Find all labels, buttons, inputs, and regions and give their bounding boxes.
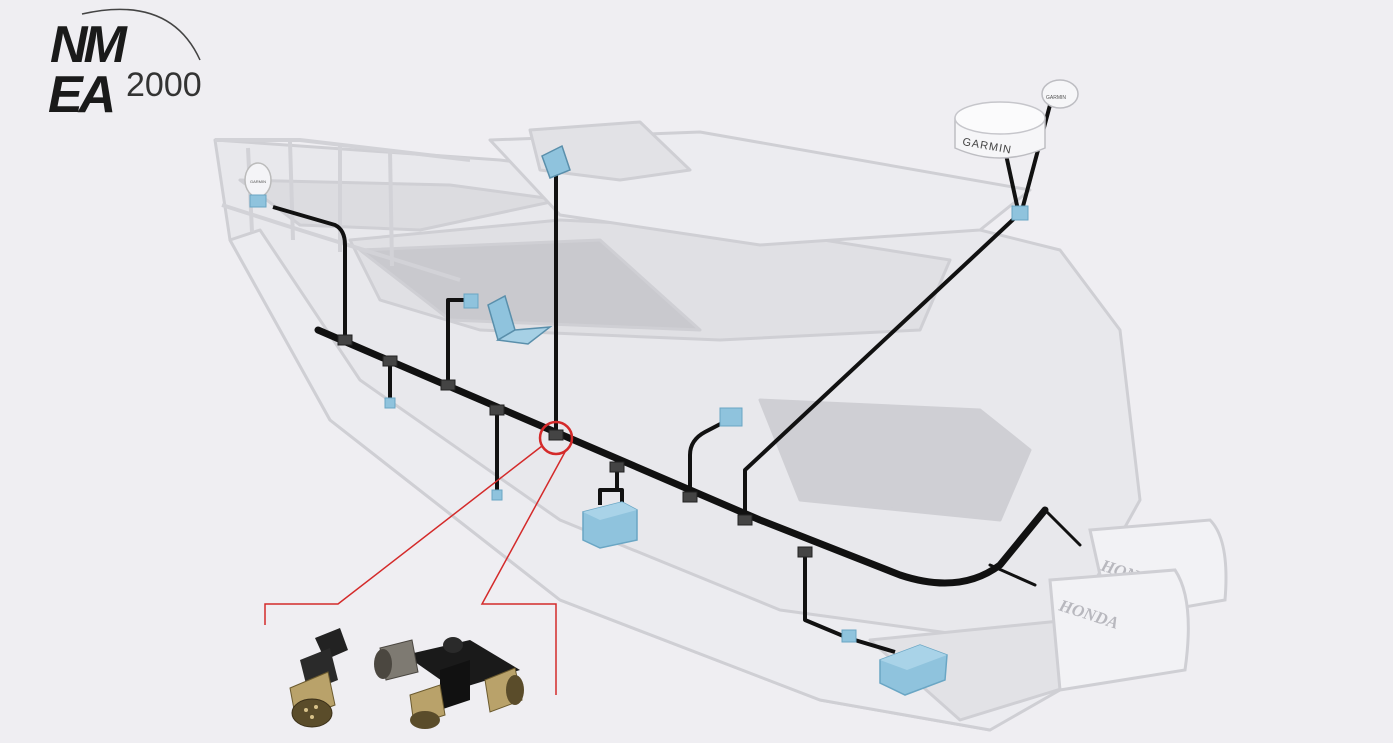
- engine-bottom: [1048, 568, 1190, 692]
- radar-junction: [1011, 205, 1029, 221]
- mfd-display-icon: [541, 144, 571, 179]
- laptop-gateway: [463, 293, 479, 309]
- drop-engine-box: [803, 555, 896, 654]
- logo-swoosh: [81, 8, 201, 61]
- nmea-connector-icon: [289, 628, 348, 728]
- aft-sensor-pod: [719, 407, 743, 427]
- drop-cables: [272, 104, 1052, 654]
- drop-bow-gps: [272, 205, 347, 340]
- battery-icon: [582, 501, 638, 549]
- nmea2000-logo: NM EA 2000: [48, 8, 202, 124]
- bow-railing: [215, 138, 471, 282]
- window-band: [358, 238, 702, 332]
- engine-interface-box: [879, 644, 948, 696]
- logo-line2: EA: [48, 66, 113, 124]
- highlight-circle: [538, 420, 574, 456]
- backbone-terminator-end: [1043, 508, 1082, 547]
- boat-hull: [213, 120, 1142, 732]
- drop-aft-sensor: [688, 418, 729, 495]
- outboard-engines: HONDA HONDA: [1048, 518, 1228, 692]
- laptop-icon: [487, 294, 553, 345]
- antenna-brand: GARMIN: [1046, 95, 1066, 101]
- gps-antenna-icon: GARMIN: [1041, 79, 1079, 109]
- sensor-pod-2: [491, 489, 503, 501]
- nmea-tee-connector-icon: [374, 637, 524, 729]
- callout-line-right: [480, 451, 566, 695]
- drop-radar: [743, 213, 1020, 520]
- highlight-callout: [264, 420, 574, 695]
- logo-line1: NM: [50, 16, 129, 74]
- engine-junction: [841, 629, 857, 643]
- foredeck: [238, 178, 562, 232]
- bow-gps-antenna: GARMIN: [244, 162, 272, 208]
- backbone-tees: [337, 334, 813, 558]
- flybridge-console: [528, 120, 692, 182]
- sensor-pod-1: [384, 397, 396, 409]
- backbone-branch-engine: [988, 563, 1037, 587]
- callout-line-left: [264, 445, 543, 625]
- devices: GARMIN GARMIN: [244, 79, 1079, 696]
- radar-dome-icon: GARMIN: [954, 101, 1046, 159]
- aft-cockpit: [758, 398, 1032, 522]
- logo-suffix: 2000: [126, 66, 202, 104]
- drop-battery: [598, 488, 624, 505]
- radar-feed: [1003, 149, 1020, 211]
- nmea-backbone: [314, 326, 1082, 587]
- bow-gps-brand: GARMIN: [250, 179, 266, 184]
- drop-laptop: [446, 298, 470, 385]
